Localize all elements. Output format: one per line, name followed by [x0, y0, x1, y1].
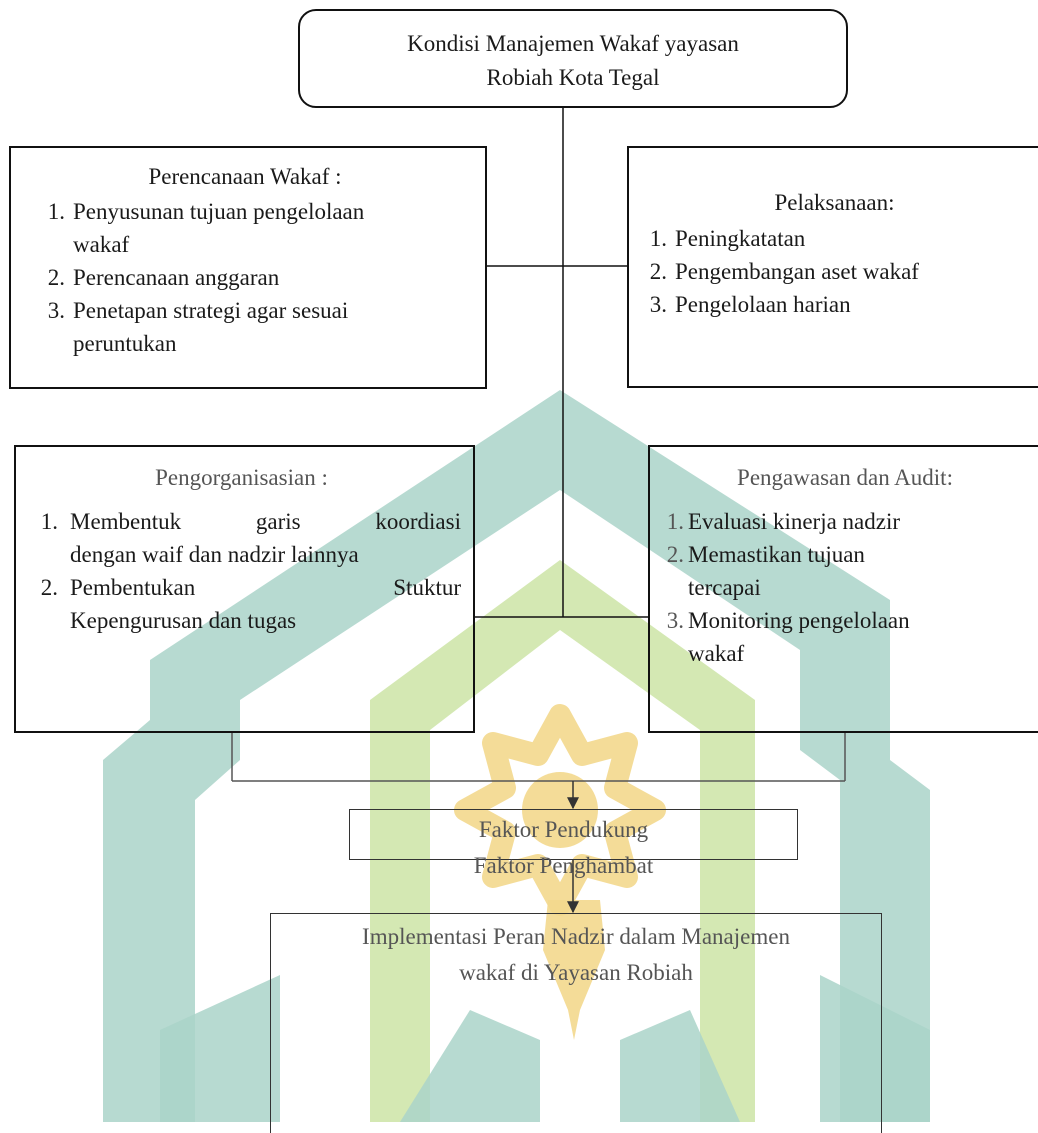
- list-item: 2. Pembentukan Stuktur Kepengurusan dan …: [22, 571, 461, 637]
- list-item-text: Penyusunan tujuan pengelolaan: [73, 199, 365, 224]
- execution-title: Pelaksanaan:: [774, 190, 895, 215]
- list-item: 3. Penetapan strategi agar sesuai perunt…: [47, 298, 349, 356]
- list-item: 2. Perencanaan anggaran: [47, 265, 280, 290]
- supervision-list: 1. Evaluasi kinerja nadzir 2. Memastikan…: [654, 505, 1036, 670]
- factors-line-1: Faktor Pendukung: [478, 817, 649, 842]
- list-item-text: Kepengurusan dan tugas: [70, 608, 297, 633]
- implementation-line-2: wakaf di Yayasan Robiah: [459, 960, 693, 985]
- organizing-list: 1. Membentuk garis koordiasi dengan waif…: [22, 505, 461, 637]
- execution-box: Pelaksanaan: 1. Peningkatatan 2. Pengemb…: [627, 146, 1038, 388]
- list-item-text: Perencanaan anggaran: [73, 265, 280, 290]
- watermark-pen-nib: [543, 900, 605, 1040]
- planning-box: Perencanaan Wakaf : 1. Penyusunan tujuan…: [9, 146, 487, 389]
- list-item: 2. Memastikan tujuan tercapai: [666, 542, 865, 600]
- top-line-2: Robiah Kota Tegal: [486, 65, 660, 90]
- watermark-base-right: [820, 975, 930, 1122]
- list-item-text: Pembentukan Stuktur: [70, 575, 461, 600]
- planning-title: Perencanaan Wakaf :: [148, 164, 342, 189]
- list-item-text: dengan waif dan nadzir lainnya: [70, 542, 359, 567]
- list-item-text: wakaf: [688, 641, 745, 666]
- list-item-text: Pengelolaan harian: [675, 292, 851, 317]
- factors-line-2: Faktor Penghambat: [473, 853, 654, 878]
- list-item: 1. Membentuk garis koordiasi dengan waif…: [22, 505, 461, 571]
- watermark-outer-arch: [103, 390, 930, 1122]
- factors-box: Faktor Pendukung Faktor Penghambat: [349, 809, 798, 878]
- list-item-text: Memastikan tujuan: [688, 542, 865, 567]
- implementation-box: Implementasi Peran Nadzir dalam Manajeme…: [270, 913, 882, 1133]
- list-item-text: Evaluasi kinerja nadzir: [688, 509, 901, 534]
- execution-list: 1. Peningkatatan 2. Pengembangan aset wa…: [639, 222, 1030, 321]
- top-condition-box: Kondisi Manajemen Wakaf yayasan Robiah K…: [298, 9, 848, 108]
- supervision-box: Pengawasan dan Audit: 1. Evaluasi kinerj…: [648, 445, 1038, 733]
- list-item: 3. Pengelolaan harian: [649, 292, 851, 317]
- watermark-inner-arch: [370, 560, 755, 1122]
- implementation-line-1: Implementasi Peran Nadzir dalam Manajeme…: [362, 924, 790, 949]
- list-item-text: Penetapan strategi agar sesuai: [73, 298, 349, 323]
- list-item-text: peruntukan: [73, 331, 177, 356]
- list-item: 2. Pengembangan aset wakaf: [649, 259, 919, 284]
- list-item: 1. Peningkatatan: [649, 226, 806, 251]
- list-item-text: wakaf: [73, 232, 130, 257]
- planning-list: 1. Penyusunan tujuan pengelolaan wakaf 2…: [25, 195, 465, 360]
- list-item: 1. Evaluasi kinerja nadzir: [666, 509, 901, 534]
- supervision-title: Pengawasan dan Audit:: [737, 465, 953, 490]
- list-item: 1. Penyusunan tujuan pengelolaan wakaf: [47, 199, 365, 257]
- list-item-text: Membentuk garis koordiasi: [70, 509, 461, 534]
- organizing-title: Pengorganisasian :: [155, 465, 328, 490]
- list-item-text: Peningkatatan: [675, 226, 806, 251]
- list-item-text: Pengembangan aset wakaf: [675, 259, 919, 284]
- watermark-base-left: [160, 975, 280, 1122]
- list-item-text: Monitoring pengelolaan: [688, 608, 910, 633]
- list-item-text: tercapai: [688, 575, 761, 600]
- list-item: 3. Monitoring pengelolaan wakaf: [666, 608, 910, 666]
- top-line-1: Kondisi Manajemen Wakaf yayasan: [407, 31, 739, 56]
- organizing-box: Pengorganisasian : 1. Membentuk garis ko…: [14, 445, 475, 733]
- watermark-base-center: [400, 1010, 740, 1122]
